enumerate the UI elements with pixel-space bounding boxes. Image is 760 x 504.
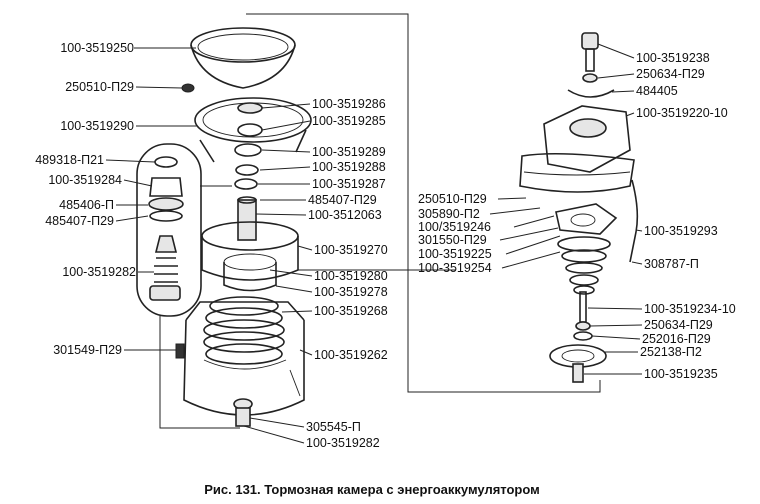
label-l20: 100-3519268 <box>314 304 388 318</box>
nut-250634-top <box>582 73 598 83</box>
label-l18: 100-3519280 <box>314 269 388 283</box>
label-l25: 305890-П2 <box>418 207 480 221</box>
label-l16: 100-3512063 <box>308 208 382 222</box>
label-l35: 308787-П <box>644 257 699 271</box>
label-l07: 485407-П29 <box>45 214 114 228</box>
diaphragm-cup <box>190 27 296 89</box>
washer-484405 <box>567 89 615 98</box>
detail-capsule <box>136 143 202 317</box>
label-l02: 250510-П29 <box>65 80 134 94</box>
label-l09: 301549-П29 <box>53 343 122 357</box>
label-l29: 100-3519254 <box>418 261 492 275</box>
flange-plate <box>555 203 618 235</box>
label-l32: 484405 <box>636 84 678 98</box>
label-l05: 100-3519284 <box>48 173 122 187</box>
push-rod <box>237 196 257 241</box>
left-assembly-parts <box>136 27 312 427</box>
label-l28: 100-3519225 <box>418 247 492 261</box>
bolt-301549 <box>175 343 185 359</box>
label-l36: 100-3519234-10 <box>644 302 736 316</box>
label-l26: 100/3519246 <box>418 220 491 234</box>
chamber-cover <box>519 105 635 193</box>
nut-250510 <box>181 83 195 93</box>
nut-250634 <box>575 321 591 331</box>
label-l03: 100-3519290 <box>60 119 134 133</box>
air-tube <box>629 179 639 263</box>
piston <box>201 221 299 292</box>
label-l01: 100-3519250 <box>60 41 134 55</box>
label-l30: 100-3519238 <box>636 51 710 65</box>
label-l33: 100-3519220-10 <box>636 106 728 120</box>
label-l24: 250510-П29 <box>418 192 487 206</box>
right-assembly-parts <box>519 32 639 383</box>
label-l17: 100-3519270 <box>314 243 388 257</box>
label-l38: 252016-П29 <box>642 332 711 346</box>
spring-boot <box>557 236 611 295</box>
label-l27: 301550-П29 <box>418 233 487 247</box>
washer-stack <box>234 102 263 190</box>
fork-clevis <box>581 32 599 72</box>
housing <box>183 301 305 416</box>
power-spring <box>203 296 285 365</box>
label-l39: 252138-П2 <box>640 345 702 359</box>
label-l34: 100-3519293 <box>644 224 718 238</box>
label-l37: 250634-П29 <box>644 318 713 332</box>
diaphragm-plate <box>549 344 607 383</box>
label-l22: 305545-П <box>306 420 361 434</box>
rod-3519234 <box>579 291 587 323</box>
label-l06: 485406-П <box>59 198 114 212</box>
part-labels: 100-3519250 250510-П29 100-3519290 48931… <box>35 41 736 450</box>
figure-caption: Рис. 131. Тормозная камера с энергоаккум… <box>204 482 540 497</box>
label-l08: 100-3519282 <box>62 265 136 279</box>
label-l13: 100-3519288 <box>312 160 386 174</box>
bottom-fitting <box>233 398 253 427</box>
assembly-lines <box>159 13 601 429</box>
washer-252016 <box>573 331 593 341</box>
leader-lines <box>105 43 643 444</box>
label-l15: 485407-П29 <box>308 193 377 207</box>
label-l11: 100-3519285 <box>312 114 386 128</box>
label-l21: 100-3519262 <box>314 348 388 362</box>
label-l40: 100-3519235 <box>644 367 718 381</box>
label-l04: 489318-П21 <box>35 153 104 167</box>
label-l10: 100-3519286 <box>312 97 386 111</box>
label-l31: 250634-П29 <box>636 67 705 81</box>
label-l19: 100-3519278 <box>314 285 388 299</box>
label-l23: 100-3519282 <box>306 436 380 450</box>
label-l12: 100-3519289 <box>312 145 386 159</box>
label-l14: 100-3519287 <box>312 177 386 191</box>
